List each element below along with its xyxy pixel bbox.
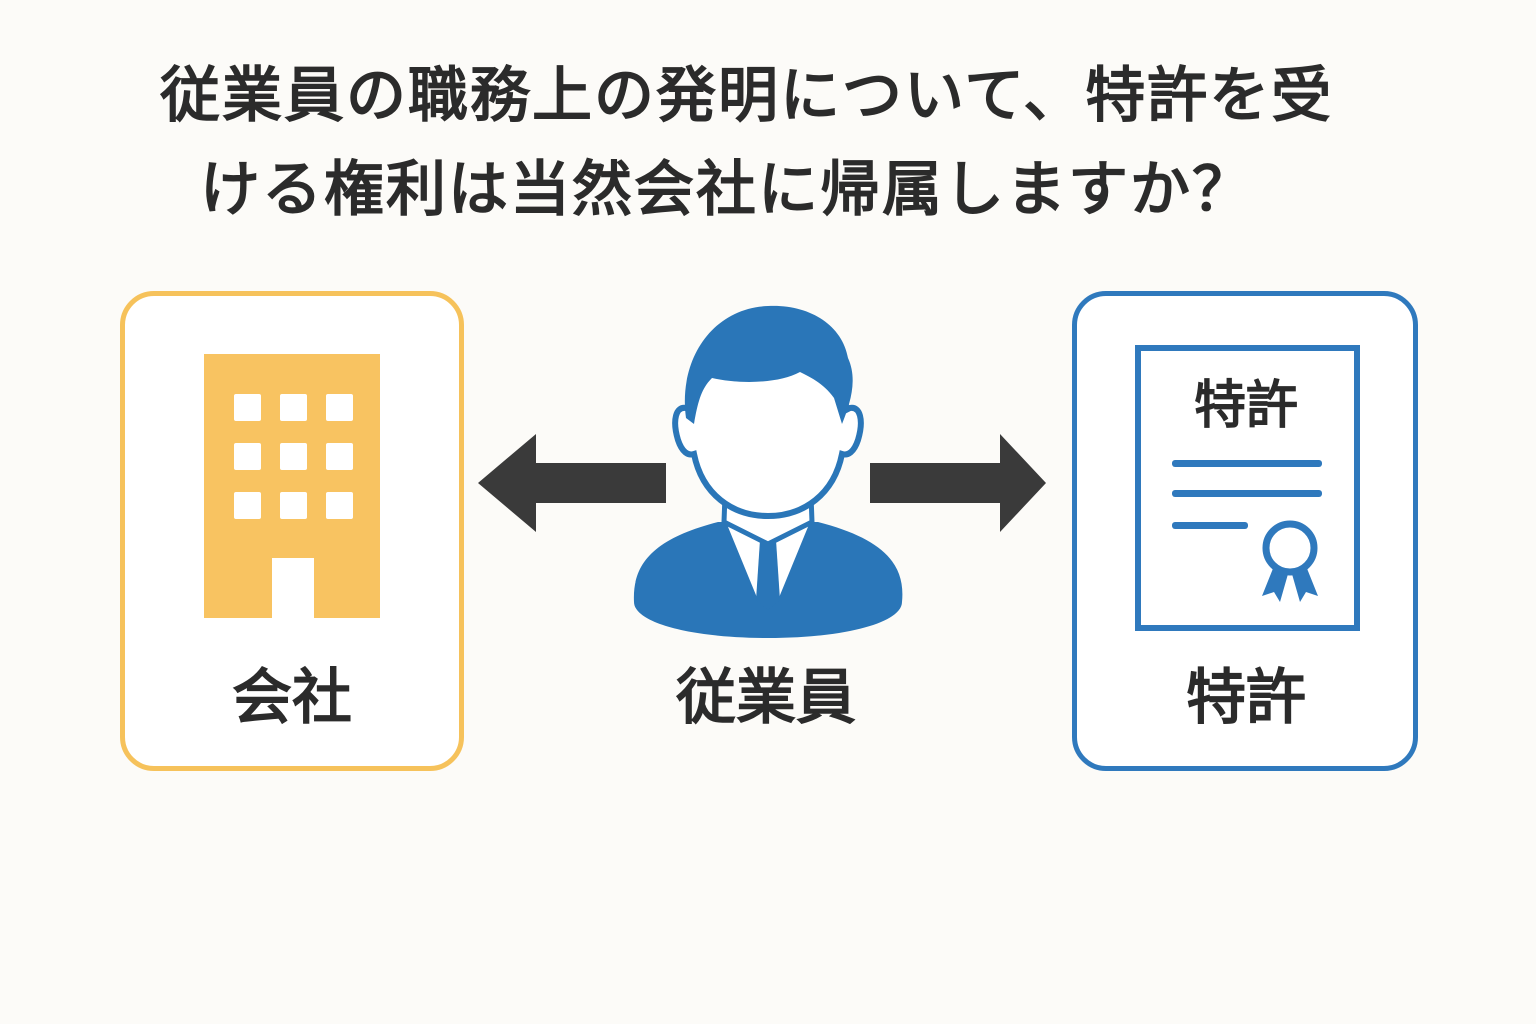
arrow-left-icon: [478, 434, 666, 532]
certificate-title: 特許: [1193, 376, 1299, 436]
building-icon: [204, 354, 380, 618]
title-line-2: ける権利は当然会社に帰属しますか？: [200, 155, 1254, 225]
patent-label: 特許: [1186, 663, 1306, 733]
certificate-icon: [1135, 345, 1360, 631]
arrow-right-icon: [870, 434, 1046, 532]
person-icon: [633, 305, 903, 638]
company-label: 会社: [232, 663, 352, 733]
title-line-1: 従業員の職務上の発明について、特許を受: [160, 61, 1334, 131]
employee-label: 従業員: [676, 663, 856, 733]
